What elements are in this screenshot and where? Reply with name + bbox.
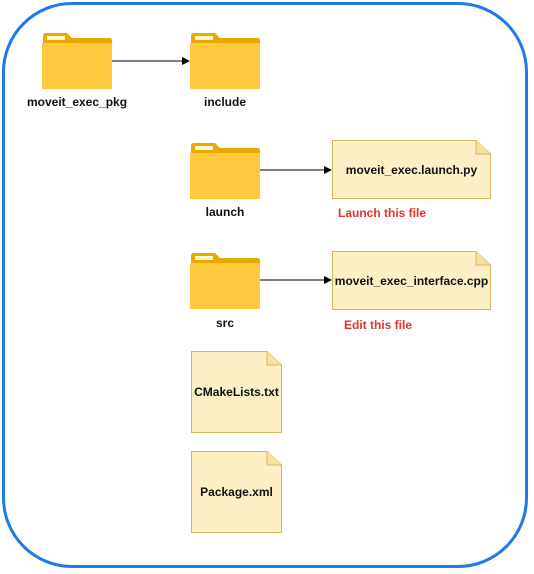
file-label-launch: moveit_exec.launch.py [345,162,478,177]
note-edit: Edit this file [344,318,413,332]
folder-label-pkg: moveit_exec_pkg [26,95,128,109]
folder-label-src: src [215,316,235,330]
folder-label-include: include [203,95,246,109]
file-label-cmake: CMakeLists.txt [194,385,279,399]
folder-icon[interactable] [41,32,113,90]
file-label-interface: moveit_exec_interface.cpp [334,273,489,288]
diagram-frame [2,2,528,568]
folder-icon[interactable] [189,142,261,200]
file-icon[interactable] [332,140,491,199]
file-label-package: Package.xml [200,485,273,499]
file-icon[interactable] [332,251,491,310]
file-icon[interactable] [191,351,282,433]
note-launch: Launch this file [338,206,427,220]
file-icon[interactable] [191,451,282,533]
folder-label-launch: launch [205,205,245,219]
folder-icon[interactable] [189,252,261,310]
folder-icon[interactable] [189,32,261,90]
